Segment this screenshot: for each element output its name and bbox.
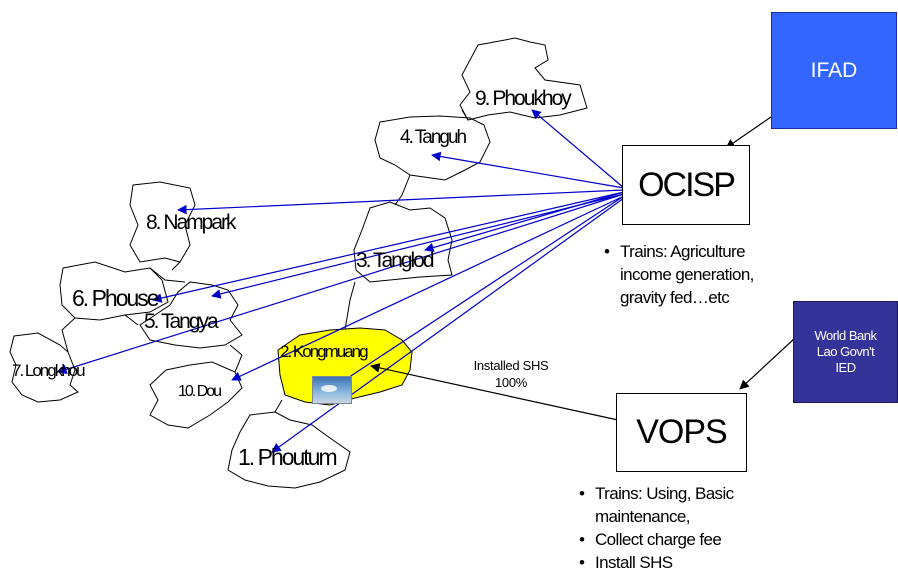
village-label-longkhou: 7. Longkhou (12, 361, 86, 380)
vops-note-item: Install SHS (575, 551, 815, 574)
vops-notes-list: Trains: Using, Basic maintenance, Collec… (575, 482, 815, 574)
village-outline-phoukhoy (459, 37, 588, 121)
village-outline-tanguh (374, 115, 491, 181)
village-label-phouse: 6. Phouse (72, 285, 160, 311)
village-outline-tanglod (353, 201, 453, 283)
vops-note-item: Collect charge fee (575, 528, 815, 551)
village-outline-phoutum (227, 411, 351, 489)
village-outline-phouse (59, 261, 169, 321)
village-label-phoutum: 1. Phoutum (238, 444, 338, 470)
arrow-ocisp-to-phouse (152, 191, 625, 303)
world-bank-box: World Bank Lao Govn't IED (793, 301, 898, 403)
world-bank-line: World Bank (814, 327, 877, 343)
ocisp-notes-list: Trains: Agriculture income generation, g… (600, 240, 800, 309)
village-outline-dou (149, 361, 243, 429)
village-label-dou: 10. Dou (178, 383, 222, 400)
installed-shs-label: Installed SHS 100% (456, 357, 566, 391)
village-label-kongmuang: 2. Kongmuang (280, 342, 369, 361)
arrow-ocisp-to-phoukhoy (531, 109, 625, 189)
village-label-phoukhoy: 9. Phoukhoy (475, 87, 572, 110)
village-outline-longkhou (9, 332, 79, 403)
village-label-tangya: 5. Tangya (144, 310, 219, 333)
arrow-vops-to-kongmuang (370, 363, 619, 421)
village-label-tanguh: 4. Tanguh (400, 127, 467, 148)
installed-shs-text: Installed SHS (473, 358, 549, 373)
village-boundary-lines (61, 109, 469, 413)
village-label-nampark: 8. Nampark (146, 211, 237, 234)
arrow-ocisp-to-phoutum (271, 197, 625, 453)
installed-shs-percent: 100% (494, 375, 528, 390)
arrow-ocisp-to-nampark (177, 189, 625, 215)
arrow-ocisp-to-tanguh (431, 151, 625, 189)
village-label-tanglod: 3. Tanglod (356, 249, 435, 272)
arrow-ocisp-to-dou (231, 195, 625, 381)
lao-govt-line: Lao Govn't (816, 343, 875, 359)
ifad-box: IFAD (771, 12, 897, 129)
arrow-ocisp-to-longkhou (57, 193, 625, 374)
vops-box: VOPS (616, 393, 747, 472)
village-outline-kongmuang-highlighted (277, 327, 413, 406)
arrow-ocisp-to-tangya (211, 193, 625, 299)
solar-panel-photo-icon (312, 376, 352, 404)
arrow-ocisp-to-tanglod (424, 191, 625, 253)
ocisp-note-item: Trains: Agriculture income generation, g… (600, 240, 800, 309)
vops-note-item: Trains: Using, Basic maintenance, (575, 482, 815, 528)
village-outline-tangya (139, 281, 243, 349)
ied-line: IED (835, 360, 856, 376)
ocisp-box: OCISP (622, 145, 750, 225)
ocisp-arrows (57, 109, 625, 453)
arrow-ocisp-to-kongmuang (321, 195, 625, 396)
